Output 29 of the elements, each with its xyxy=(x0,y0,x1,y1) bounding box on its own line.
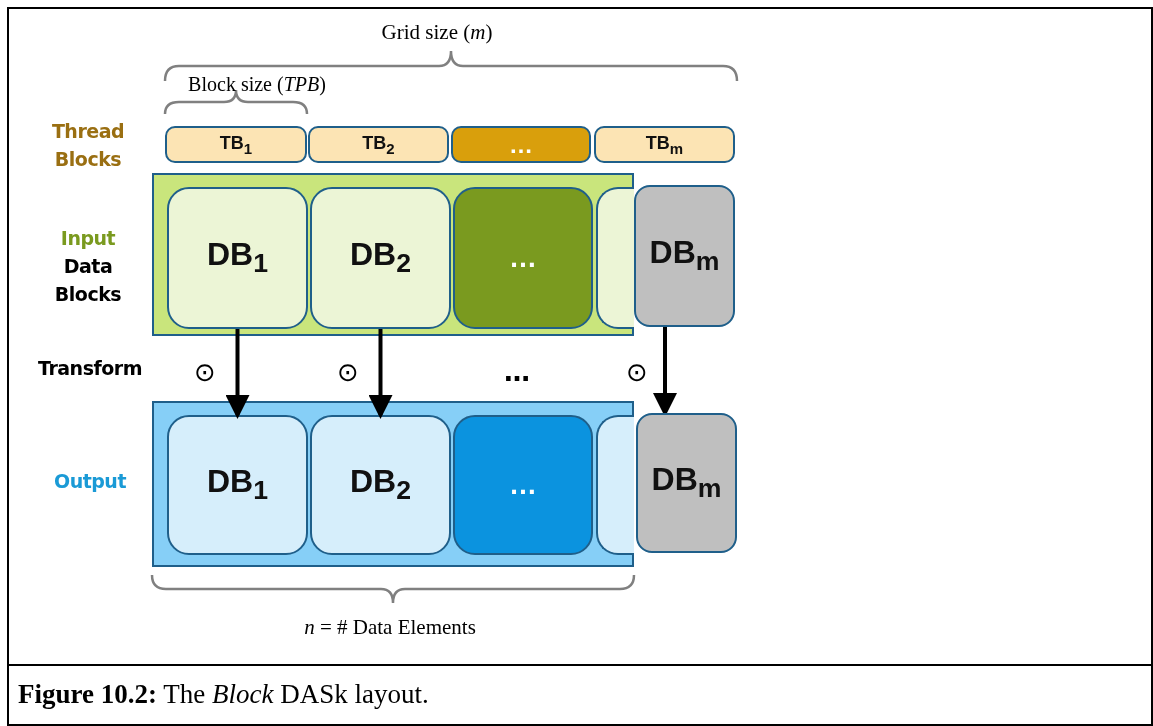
figure-caption: Figure 10.2: The Block DASk layout. xyxy=(18,679,429,710)
data-block-box: DB$_{m}$ xyxy=(634,185,735,327)
ellipsis: … xyxy=(504,357,530,387)
data-block-box: DB$_{2}$ xyxy=(310,415,451,555)
data-block-box: DB$_{2}$ xyxy=(310,187,451,329)
output-band xyxy=(152,401,634,567)
input-band xyxy=(152,173,634,336)
row-label: Data Blocks xyxy=(53,254,123,307)
row-label: Thread Blocks xyxy=(50,119,126,172)
row-label: Output xyxy=(54,470,126,492)
brace-label: n = # Data Elements xyxy=(304,614,476,640)
data-block-box: DB$_{1}$ xyxy=(167,187,308,329)
data-block-box: DB$_{1}$ xyxy=(167,415,308,555)
operator-symbol: ⊙ xyxy=(626,357,648,387)
thread-block-box: TB$_{1}$ xyxy=(165,126,307,163)
brace-label: Block size (TPB) xyxy=(188,72,326,96)
thread-block-box: TB$_{m}$ xyxy=(594,126,735,163)
operator-symbol: ⊙ xyxy=(337,357,359,387)
data-block-box: DB$_{m}$ xyxy=(636,413,737,553)
data-block-box xyxy=(596,187,634,329)
thread-block-box: … xyxy=(451,126,591,163)
brace-label: Grid size (m) xyxy=(381,19,493,45)
data-block-box xyxy=(596,415,634,555)
data-block-box: … xyxy=(453,187,593,329)
thread-block-box: TB$_{2}$ xyxy=(308,126,449,163)
row-label: Transform xyxy=(38,357,142,379)
row-label: Input xyxy=(60,227,116,249)
operator-symbol: ⊙ xyxy=(194,357,216,387)
data-block-box: … xyxy=(453,415,593,555)
